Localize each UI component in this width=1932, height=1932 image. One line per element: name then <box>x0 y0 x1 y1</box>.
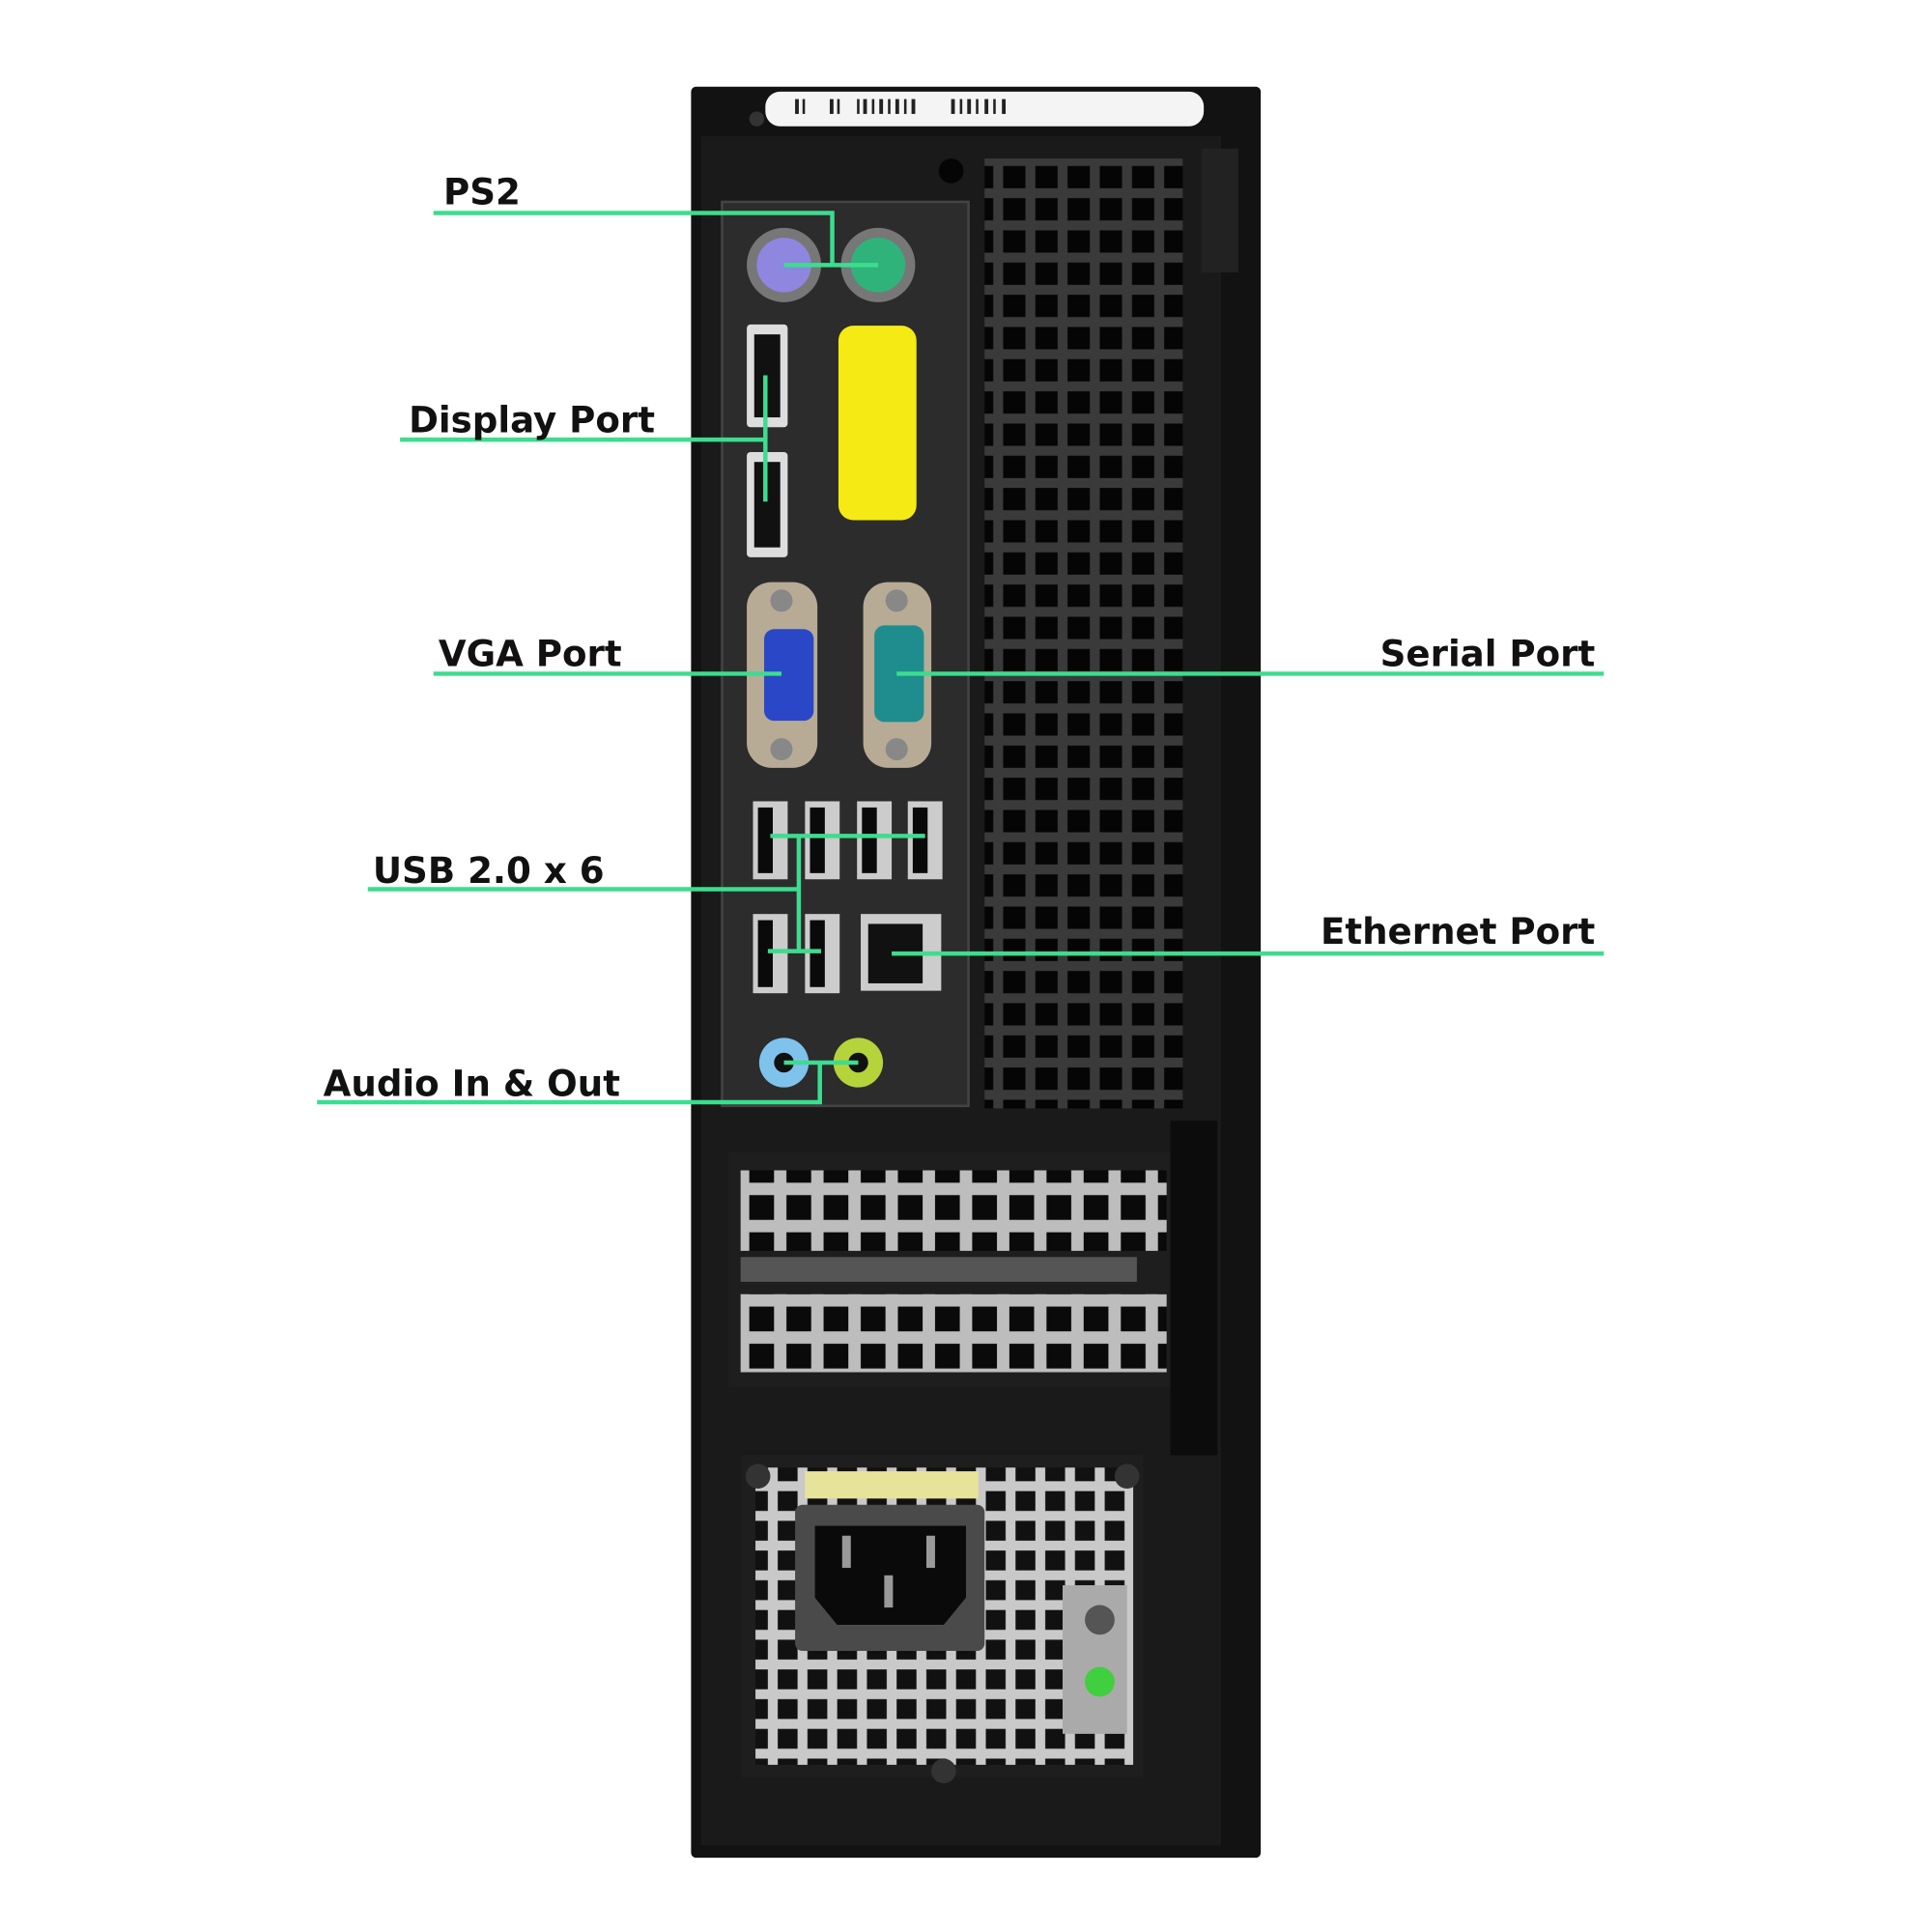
label-ethernet-port: Ethernet Port <box>1321 910 1595 952</box>
yellow-sticker <box>838 326 917 521</box>
case-vent <box>984 158 1183 1109</box>
callout-lines <box>317 211 1605 1105</box>
io-panel <box>721 200 970 1108</box>
label-serial-port: Serial Port <box>1380 633 1596 675</box>
psu-test-button <box>1085 1605 1115 1635</box>
power-supply <box>740 1455 1144 1784</box>
label-display-port: Display Port <box>409 398 655 440</box>
label-usb: USB 2.0 x 6 <box>373 849 605 892</box>
label-audio: Audio In & Out <box>324 1063 620 1105</box>
expansion-slots <box>727 1121 1218 1456</box>
label-ps2: PS2 <box>443 171 521 213</box>
barcode-sticker <box>765 91 1205 127</box>
psu-led-icon <box>1085 1666 1115 1697</box>
barcode-icon <box>795 99 1007 114</box>
label-vga-port: VGA Port <box>439 633 622 675</box>
